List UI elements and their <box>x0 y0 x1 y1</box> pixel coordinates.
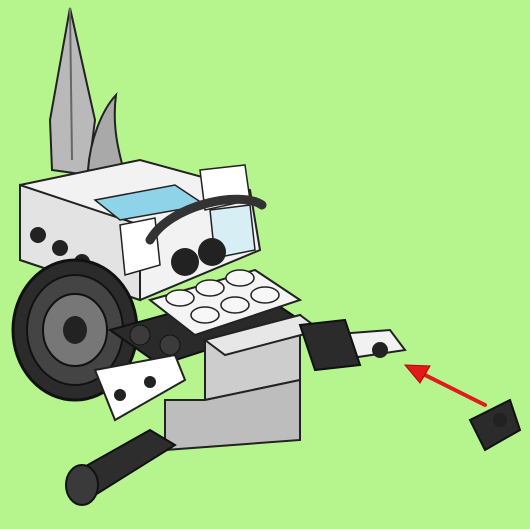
small-pin <box>470 400 520 450</box>
insert-arrow <box>405 365 485 405</box>
axle-pin <box>66 430 175 505</box>
right-connector <box>300 320 405 370</box>
fin-piece <box>50 8 95 175</box>
